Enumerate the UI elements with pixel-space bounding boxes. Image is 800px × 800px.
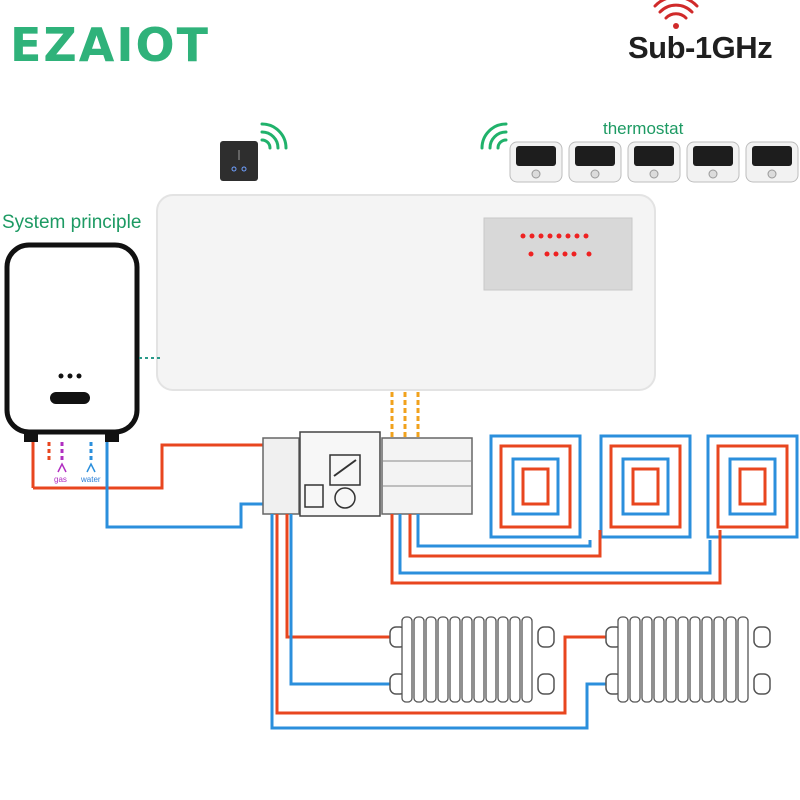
band-label: Sub-1GHz [628,30,773,65]
led-icon [544,251,550,257]
thermostat-icon [509,141,563,183]
boiler-connections [31,442,109,488]
boiler-icon [4,242,140,442]
diagram-title: System principle [2,212,142,233]
thermostat-icon [568,141,622,183]
switch-icon [220,141,258,181]
led-icon [556,233,562,239]
led-icon [574,233,580,239]
radiator-icon [389,616,555,703]
radiator-icon [605,616,771,703]
led-icon [547,233,553,239]
radiator-pipes [270,514,610,730]
led-icon [520,233,526,239]
controller-box [156,194,656,391]
led-icon [583,233,589,239]
thermostat-icon [745,141,799,183]
gas-label: gas [54,475,67,484]
led-icon [565,233,571,239]
thermostat-label: thermostat [603,119,684,138]
thermostat-row [509,141,799,183]
led-icon [553,251,559,257]
wifi-icon [653,0,699,29]
thermostat-icon [627,141,681,183]
led-icon [528,251,534,257]
led-icon [538,233,544,239]
led-icon [571,251,577,257]
led-icon [586,251,592,257]
manifold [262,431,473,517]
led-icon [562,251,568,257]
water-label: water [81,475,101,484]
brand-logo: EZAIOT [10,18,210,72]
thermostat-wifi-icon [480,122,508,150]
switch-wifi-icon [260,122,288,150]
main-pipes [33,443,268,529]
floor-heating-loops [390,434,799,585]
radiators [389,616,771,703]
thermostat-icon [686,141,740,183]
indicator-leds [520,233,592,257]
led-icon [529,233,535,239]
